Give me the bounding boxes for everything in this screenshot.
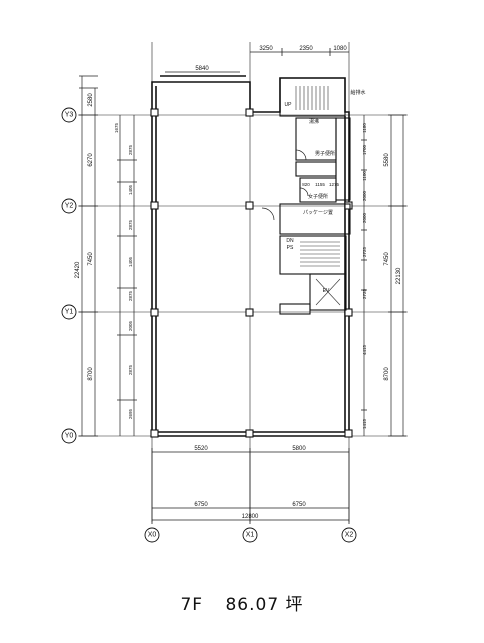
floor-caption: 7F 86.07 坪 [0, 590, 484, 615]
dim-right-inner-2: 1700 [362, 144, 367, 155]
room-label-shaft: PS [287, 245, 294, 251]
floor-label: 7F [180, 595, 204, 615]
grid-label-y1: Y1 [65, 309, 74, 316]
core-rooms [279, 77, 351, 315]
dim-left-inner-7: 2005 [128, 320, 133, 331]
room-label-mens-wc: 男子便所 [315, 150, 335, 157]
dim-left-inner-3: 1405 [128, 184, 133, 195]
floor-plan: Y3 Y2 Y1 Y0 X0 X1 X2 3250 2350 1080 5840… [61, 42, 408, 543]
stairs [295, 86, 341, 306]
dim-left-inner-6: 2875 [128, 290, 133, 301]
dim-right-inner-3: 1100 [362, 171, 367, 181]
dim-left-inner-2: 2875 [128, 144, 133, 155]
dimension-ticks [79, 48, 406, 524]
dim-left-3: 7450 [88, 252, 94, 266]
dim-bottom-total: 12800 [242, 514, 259, 520]
dim-right-total: 22130 [396, 267, 402, 284]
grid-bubble-y2 [61, 198, 77, 214]
grid-bubble-y0 [61, 428, 77, 444]
dim-core-small-2: 1155 [315, 182, 325, 187]
dim-right-inner-4: 2000 [362, 190, 367, 201]
dim-top-2: 2350 [299, 46, 313, 52]
dim-right-3: 8700 [384, 367, 390, 381]
grid-label-x1: X1 [246, 532, 255, 539]
dim-left-inner-5: 1405 [128, 256, 133, 267]
room-label-note: 給排水 [350, 89, 365, 96]
dim-core-small-1: 820 [302, 182, 310, 187]
dim-top-1: 3250 [259, 46, 273, 52]
dim-right-inner-9: 1415 [362, 418, 367, 429]
dimension-lines [81, 51, 404, 521]
grid-bubble-y1 [61, 304, 77, 320]
dim-left-inner-9: 2695 [128, 408, 133, 419]
structural-columns [150, 108, 353, 438]
grid-bubble-x2 [341, 527, 357, 543]
room-label-stair-dn: DN [286, 238, 294, 244]
grid-label-y0: Y0 [65, 433, 74, 440]
dim-left-4: 8700 [88, 367, 94, 381]
grid-label-x2: X2 [345, 532, 354, 539]
room-label-stair-up: UP [285, 102, 293, 108]
exterior-walls [151, 75, 350, 437]
grid-label-x0: X0 [148, 532, 157, 539]
room-label-ev: EV [323, 288, 330, 294]
grid-bubble-y3 [61, 107, 77, 123]
room-label-womens-wc: 女子便所 [308, 193, 328, 200]
dim-right-inner-7: 2725 [362, 288, 367, 299]
room-label-kitchen: 湯沸 [309, 118, 319, 125]
floor-area: 86.07 坪 [225, 595, 304, 615]
dim-left-inner-8: 2875 [128, 364, 133, 375]
dim-left-1: 2580 [88, 93, 94, 107]
grid-label-y2: Y2 [65, 203, 74, 210]
dim-top-small: 5840 [195, 66, 209, 72]
grid-bubble-x1 [242, 527, 258, 543]
dim-left-inner-1: 1675 [114, 122, 119, 133]
dim-top-3: 1080 [333, 46, 347, 52]
grid-bubble-x0 [144, 527, 160, 543]
dim-right-1: 5580 [384, 153, 390, 167]
dim-right-2: 7450 [384, 252, 390, 266]
dim-left-2: 6270 [88, 153, 94, 167]
dim-left-total: 22420 [75, 261, 81, 278]
dim-right-inner-6: 2725 [362, 246, 367, 257]
door-swing [261, 207, 275, 221]
dim-bottom-half-2: 6750 [292, 502, 306, 508]
dim-right-inner-5: 2000 [362, 212, 367, 223]
dim-left-inner-4: 2875 [128, 219, 133, 230]
dim-right-inner-1: 1180 [362, 123, 367, 133]
room-label-package: パッケージ置 [303, 209, 333, 216]
dim-core-small-3: 1275 [329, 182, 340, 187]
grid-label-y3: Y3 [65, 112, 74, 119]
dim-bottom-inner-2: 5800 [292, 446, 306, 452]
dim-bottom-inner-1: 5520 [194, 446, 208, 452]
dim-right-inner-8: 4415 [362, 344, 367, 355]
dim-bottom-half-1: 6750 [194, 502, 208, 508]
